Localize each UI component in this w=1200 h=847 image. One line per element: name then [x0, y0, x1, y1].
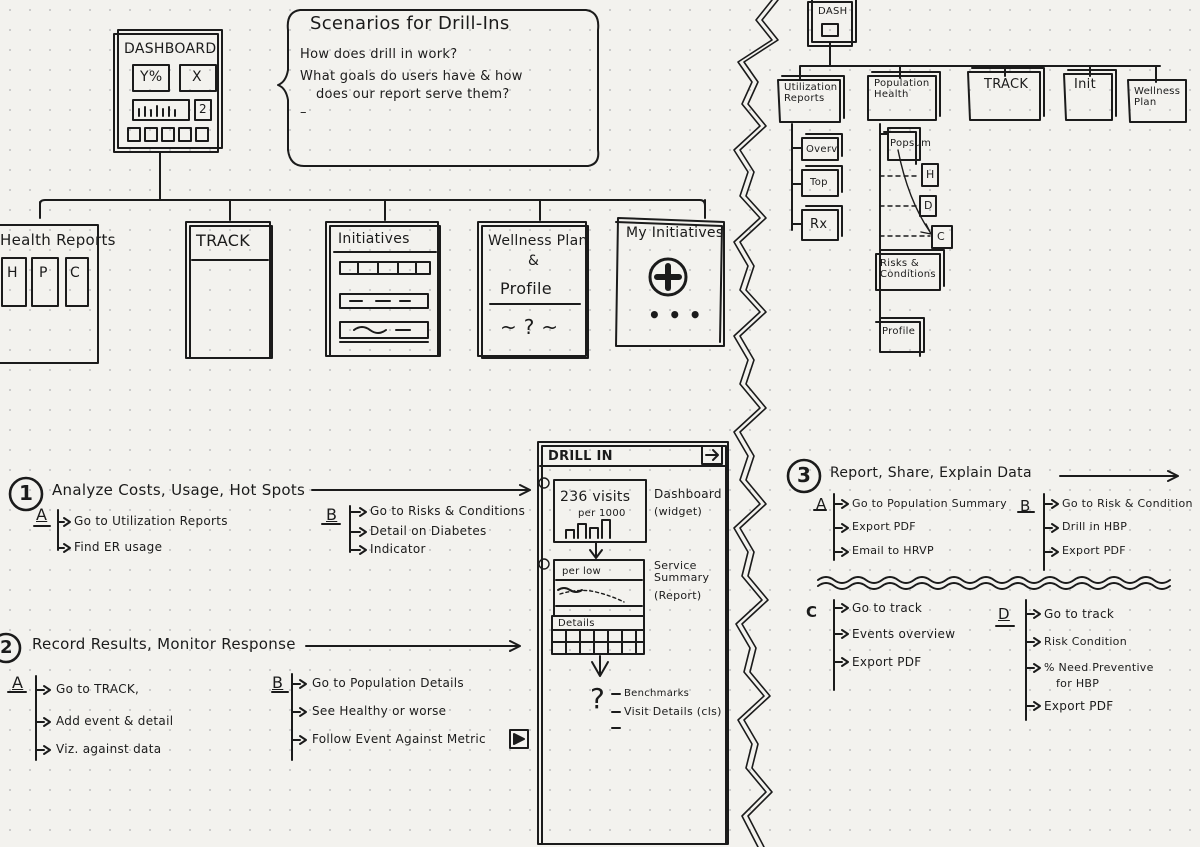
sitemap-pop-profile: Profile	[882, 326, 916, 337]
drill-dashboard-sub: (widget)	[654, 505, 703, 518]
scenario-3-d-step-3b: for HBP	[1056, 677, 1100, 690]
scenario-3-b-step-1: Go to Risk & Condition	[1062, 497, 1193, 510]
page-initiatives-title: Initiatives	[338, 231, 410, 247]
scenario-2-a-step-1: Go to TRACK,	[56, 682, 140, 696]
scenario-1-b-step-3: Indicator	[370, 542, 426, 556]
scenario-2-b-step-2: See Healthy or worse	[312, 704, 447, 718]
scenario-2-a-step-2: Add event & detail	[56, 714, 174, 728]
sitemap-pop-c: C	[937, 230, 945, 243]
scenario-3-c-step-3: Export PDF	[852, 655, 922, 669]
drill-metric-value: 236 visits	[560, 489, 631, 505]
page-wellness-amp: &	[528, 253, 540, 269]
sitemap-util-overview: Overv	[806, 144, 838, 155]
scenario-3-number: 3	[797, 463, 812, 487]
drill-panel	[537, 441, 729, 845]
sitemap-diagram	[777, 0, 1187, 357]
page-wellness-title: Wellness Plan	[488, 233, 588, 249]
dashboard-x-metric: X	[192, 69, 202, 85]
sitemap-population: Population Health	[874, 78, 930, 100]
scenario-2-title: Record Results, Monitor Response	[32, 635, 296, 653]
drill-question-mark: ?	[590, 682, 606, 715]
scenario-3-b-label: B	[1020, 497, 1031, 515]
drill-dashboard-label: Dashboard	[654, 487, 722, 501]
tab-p: P	[39, 265, 48, 281]
drill-metric-sub: per 1000	[578, 508, 626, 519]
dashboard-card	[113, 29, 223, 153]
sitemap-pop-risks: Risks & Conditions	[880, 258, 936, 280]
scenario-1-a-step-2: Find ER usage	[74, 540, 163, 554]
scenario-3-d-step-1: Go to track	[1044, 607, 1115, 621]
scenario-question-dash: –	[300, 105, 307, 120]
scenario-2-number: 2	[0, 637, 13, 658]
sitemap-pop-summary: Popsum	[890, 138, 932, 149]
scenario-1-number: 1	[19, 481, 34, 505]
drill-details-label: Details	[558, 618, 595, 629]
drill-next-benchmarks: Benchmarks	[624, 688, 690, 699]
scenario-3-ink	[786, 458, 1179, 721]
scenario-2-a-step-3: Viz. against data	[56, 742, 162, 756]
scenario-1-ink	[8, 476, 531, 555]
scenario-2-b-step-1: Go to Population Details	[312, 676, 464, 690]
drill-panel-title: DRILL IN	[548, 449, 613, 464]
scenario-1-b-label: B	[326, 505, 338, 524]
scenario-2-ink	[0, 632, 529, 761]
scenario-question-2: What goals do users have & how	[300, 69, 523, 84]
scenario-3-d-step-2: Risk Condition	[1044, 635, 1127, 648]
sitemap-track: TRACK	[984, 77, 1029, 92]
sitemap-utilization: Utilization Reports	[784, 82, 838, 104]
page-track-title: TRACK	[196, 231, 251, 250]
sitemap-pop-h: H	[926, 168, 935, 181]
scenario-3-c-step-1: Go to track	[852, 601, 923, 615]
scenario-question-1: How does drill in work?	[300, 47, 458, 62]
sitemap-root: DASH	[818, 6, 848, 17]
scenario-3-a-step-1: Go to Population Summary	[852, 497, 1007, 510]
sitemap-init: Init	[1074, 77, 1096, 92]
scenario-3-c-label: C	[806, 603, 818, 621]
page-health-reports-title: Health Reports	[0, 231, 116, 249]
scenario-3-d-label: D	[998, 605, 1010, 623]
drill-chart-label: per low	[562, 566, 601, 577]
scenario-1-a-label: A	[36, 505, 48, 524]
dashboard-y-metric: Y%	[140, 69, 163, 85]
scenario-3-d-step-3: % Need Preventive	[1044, 661, 1154, 674]
page-my-initiatives-dots: • • •	[648, 303, 702, 327]
scenario-3-b-step-2: Drill in HBP	[1062, 520, 1128, 533]
scenario-3-c-step-2: Events overview	[852, 627, 956, 641]
scenario-3-b-step-3: Export PDF	[1062, 544, 1126, 557]
scenario-1-title: Analyze Costs, Usage, Hot Spots	[52, 481, 306, 499]
scenario-question-3: does our report serve them?	[316, 87, 510, 102]
scenario-2-a-label: A	[12, 673, 24, 692]
page-cards	[0, 217, 725, 364]
tab-c: C	[70, 265, 81, 281]
sitemap-util-top: Top	[810, 177, 828, 188]
scenario-3-a-label: A	[816, 495, 827, 513]
page-wellness-profile: Profile	[500, 279, 552, 298]
zigzag-divider	[733, 0, 779, 847]
page-my-initiatives-title: My Initiatives	[626, 225, 724, 241]
scenario-2-b-step-3: Follow Event Against Metric	[312, 732, 486, 746]
sitemap-pop-d: D	[924, 199, 933, 212]
dashboard-count: 2	[199, 102, 207, 116]
scenario-3-a-step-2: Export PDF	[852, 520, 916, 533]
scenario-2-b-label: B	[272, 673, 284, 692]
sitemap-wellness: Wellness Plan	[1134, 86, 1181, 108]
tab-h: H	[7, 265, 18, 281]
scenario-1-b-step-2: Detail on Diabetes	[370, 524, 487, 538]
scenario-3-d-step-4: Export PDF	[1044, 699, 1114, 713]
dashboard-title: DASHBOARD	[124, 41, 217, 57]
scenarios-title: Scenarios for Drill-Ins	[310, 13, 510, 34]
sitemap-util-rx: Rx	[810, 217, 828, 232]
drill-next-visit-details: Visit Details (cls)	[624, 705, 722, 718]
scenario-3-title: Report, Share, Explain Data	[830, 465, 1032, 481]
page-wellness-placeholder: ~ ? ~	[500, 315, 559, 339]
scenario-1-a-step-1: Go to Utilization Reports	[74, 514, 228, 528]
tree-connectors	[39, 151, 706, 221]
scenarios-bracket	[277, 9, 600, 167]
drill-service-sub: (Report)	[654, 589, 702, 602]
drill-service-label: Service Summary	[654, 559, 710, 585]
scenario-3-a-step-3: Email to HRVP	[852, 544, 934, 557]
scenario-1-b-step-1: Go to Risks & Conditions	[370, 504, 526, 518]
